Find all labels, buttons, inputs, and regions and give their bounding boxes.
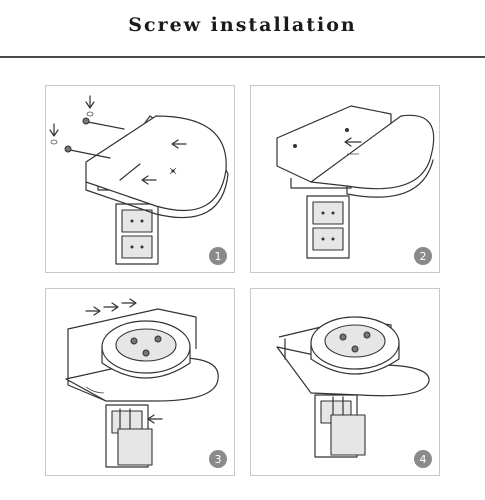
page-title: Screw installation bbox=[128, 14, 357, 36]
step-1-panel: 1 bbox=[45, 85, 235, 273]
step-3-illustration bbox=[65, 298, 219, 468]
step-4-illustration bbox=[276, 316, 430, 458]
step-number-badge: 1 bbox=[209, 247, 227, 265]
step-2-illustration bbox=[276, 105, 435, 259]
step-number-badge: 4 bbox=[414, 450, 432, 468]
step-number-badge: 3 bbox=[209, 450, 227, 468]
step-number-badge: 2 bbox=[414, 247, 432, 265]
step-3-panel: 3 bbox=[45, 288, 235, 476]
step-4-panel: 4 bbox=[250, 288, 440, 476]
step-1-illustration bbox=[49, 95, 229, 265]
step-2-panel: 2 bbox=[250, 85, 440, 273]
title-divider bbox=[0, 56, 485, 58]
